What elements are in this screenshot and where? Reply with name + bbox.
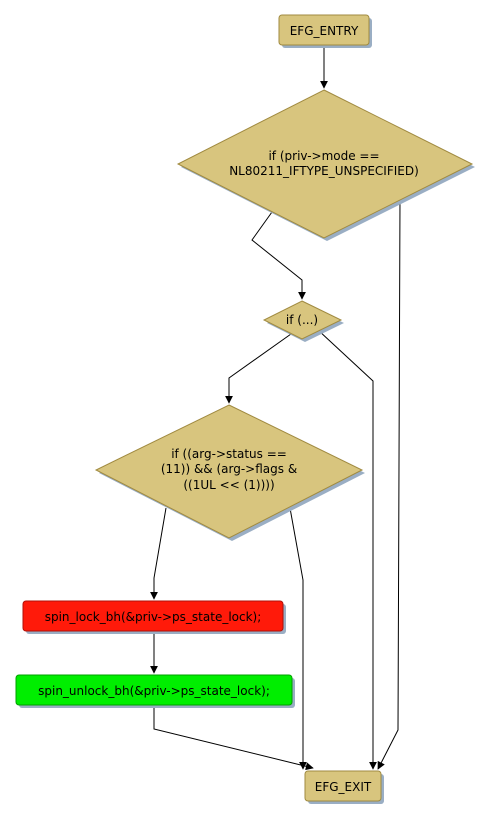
status-check-label-line3: ((1UL << (1)))): [183, 478, 274, 492]
entry-node-label: EFG_ENTRY: [290, 24, 359, 38]
spin-unlock-label: spin_unlock_bh(&priv->ps_state_lock);: [38, 684, 270, 698]
mode-check-decision: if (priv->mode == NL80211_IFTYPE_UNSPECI…: [176, 89, 475, 241]
entry-node: EFG_ENTRY: [278, 14, 372, 48]
spin-unlock-node: spin_unlock_bh(&priv->ps_state_lock);: [15, 674, 295, 708]
edge-mode-check-to-generic-check: [251, 211, 306, 300]
spin-lock-node: spin_lock_bh(&priv->ps_state_lock);: [22, 600, 286, 634]
edge-mode-check-to-exit: [377, 197, 401, 770]
status-check-label-line2: (11)) && (arg->flags &: [161, 462, 297, 476]
edge-generic-check-to-status-check: [225, 333, 292, 404]
edges: [150, 47, 401, 771]
generic-check-decision: if (...): [262, 300, 344, 342]
edge-status-check-to-lock: [150, 507, 167, 600]
edge-generic-check-to-exit: [317, 329, 377, 770]
spin-lock-label: spin_lock_bh(&priv->ps_state_lock);: [45, 610, 262, 624]
exit-node-label: EFG_EXIT: [315, 780, 372, 794]
edge-status-check-to-exit: [289, 507, 307, 770]
exit-node: EFG_EXIT: [304, 770, 384, 804]
edge-unlock-to-exit: [153, 706, 314, 771]
mode-check-label-line1: if (priv->mode ==: [268, 149, 379, 163]
generic-check-label: if (...): [286, 313, 318, 327]
status-check-decision: if ((arg->status == (11)) && (arg->flags…: [94, 404, 365, 541]
mode-check-label-line2: NL80211_IFTYPE_UNSPECIFIED): [229, 164, 419, 178]
status-check-label-line1: if ((arg->status ==: [171, 447, 287, 461]
